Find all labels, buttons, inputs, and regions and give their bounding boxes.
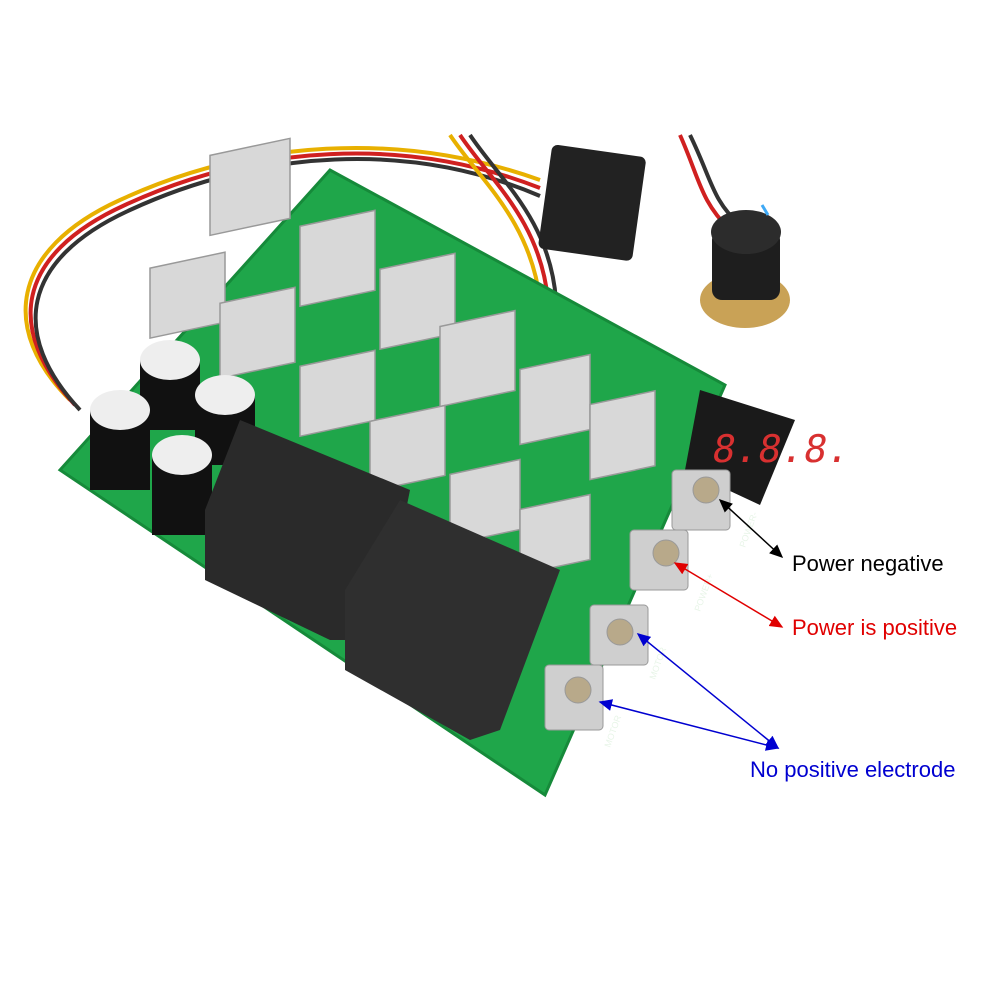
potentiometer-knob [700, 204, 790, 328]
annotation-power-positive: Power is positive [792, 615, 958, 640]
arrow-power-positive [673, 562, 784, 628]
arrow-motor-1 [636, 633, 780, 749]
arrow-motor-2 [598, 699, 780, 751]
terminal-label-power-positive: POWER+ [692, 572, 715, 612]
terminal-label-motor-2: MOTOR [602, 713, 623, 748]
display-digits: 8.8.8. [709, 427, 854, 472]
terminal-label-power-negative: POWER- [737, 510, 759, 548]
wires [23, 133, 742, 412]
arrow-power-negative [718, 498, 784, 559]
capacitors [90, 340, 255, 535]
annotation-no-positive-electrode: No positive electrode [750, 757, 956, 782]
rocker-switch [538, 145, 646, 261]
heatsinks [149, 137, 656, 576]
relay-2 [345, 500, 560, 740]
terminal-blocks [544, 469, 731, 731]
annotation-power-negative: Power negative [792, 551, 944, 576]
